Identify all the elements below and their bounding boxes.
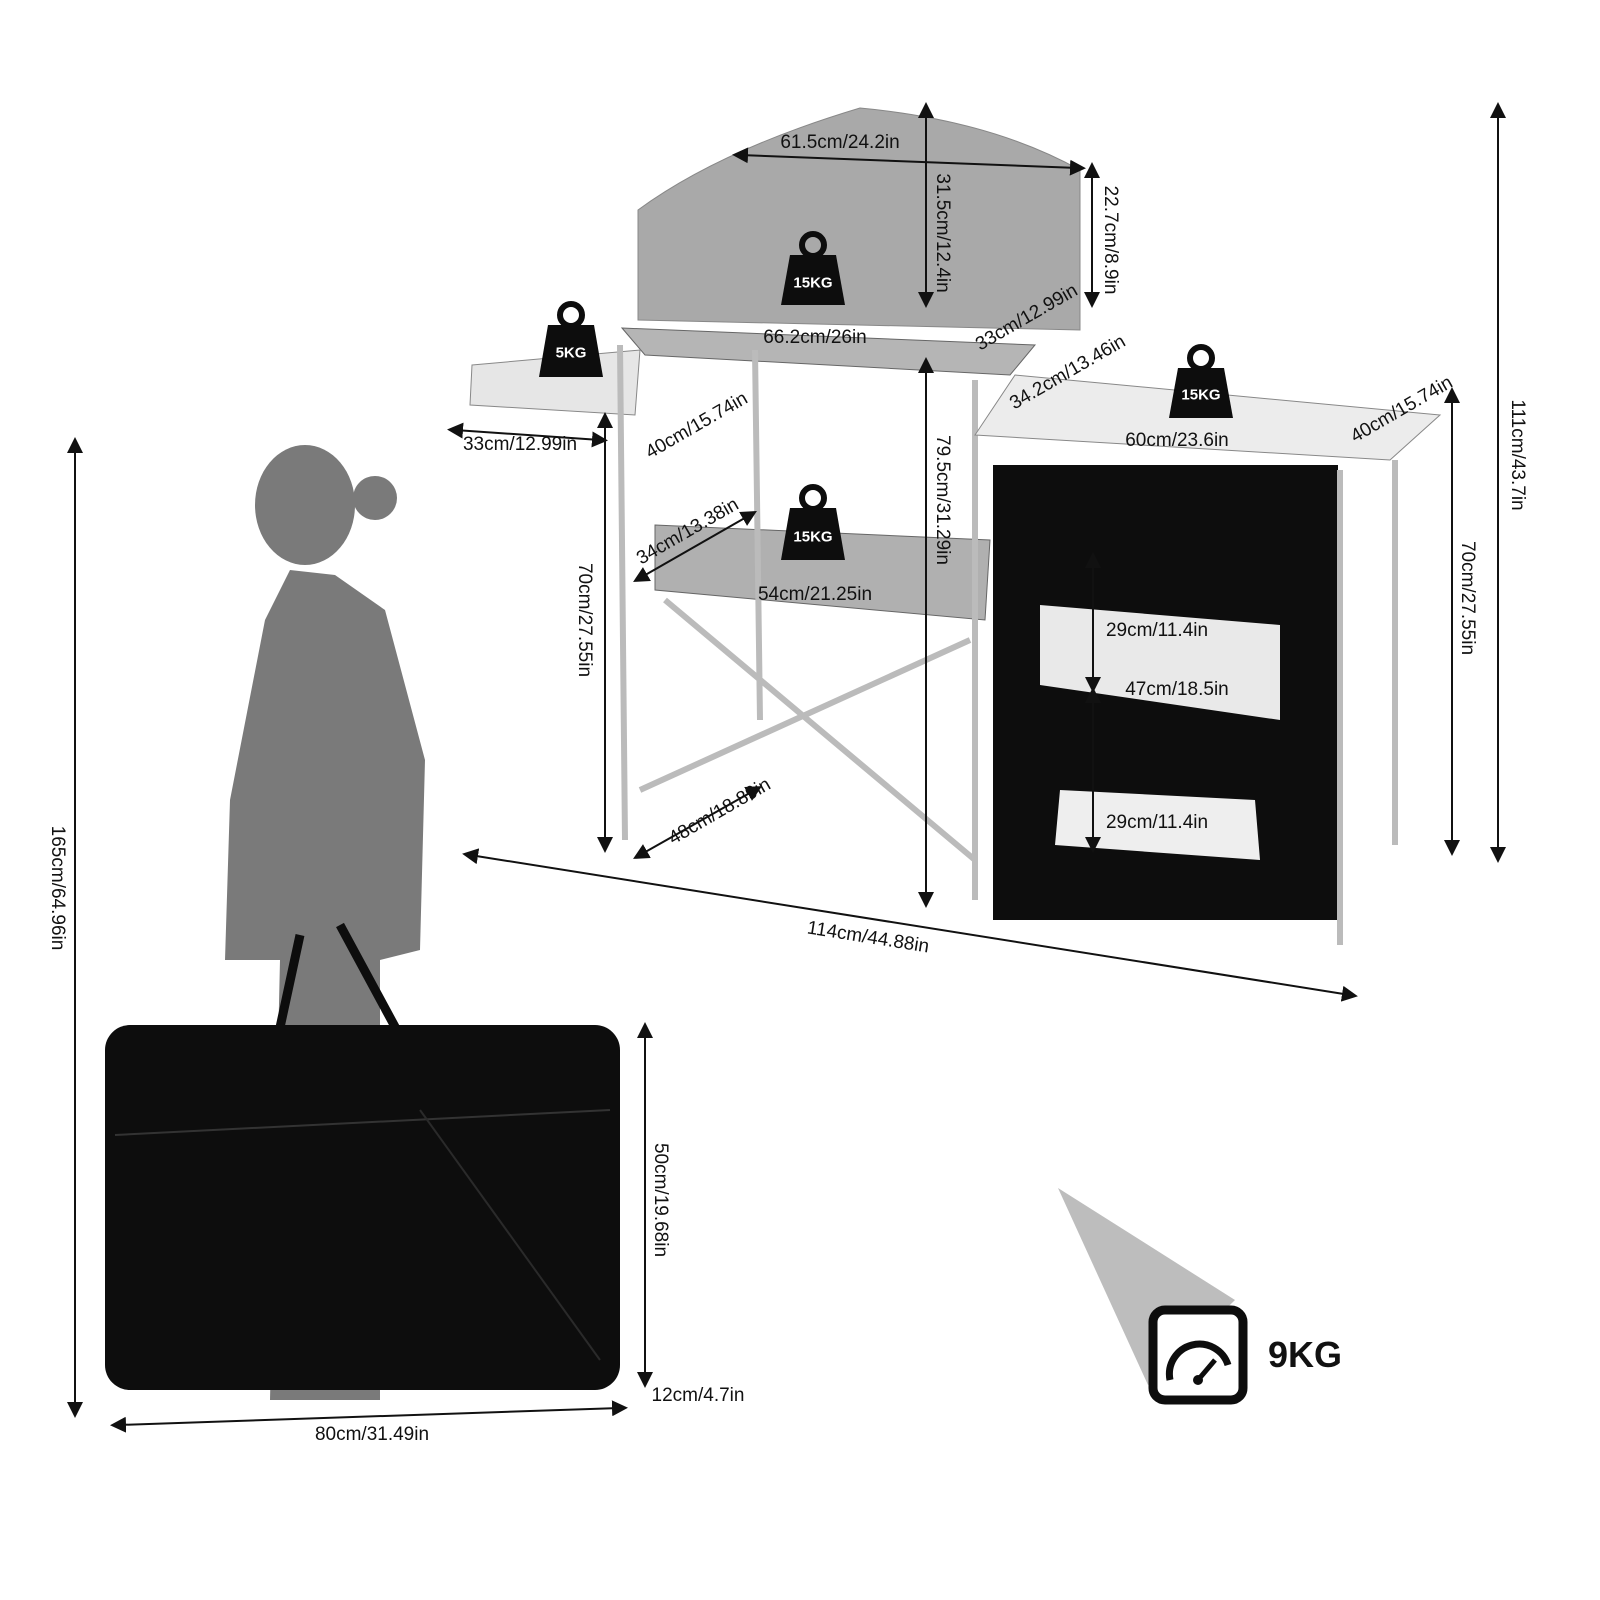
- weight-label: 15KG: [793, 528, 833, 546]
- weight-label: 5KG: [555, 344, 587, 362]
- dim-label: 80cm/31.49in: [314, 1424, 430, 1445]
- dim-label: 165cm/64.96in: [47, 825, 68, 951]
- dim-label: 33cm/12.99in: [462, 434, 578, 455]
- dim-label: 29cm/11.4in: [1105, 812, 1209, 833]
- dim-label: 66.2cm/26in: [763, 327, 867, 348]
- dimension-arrows: [67, 102, 1506, 1433]
- total-weight: 9KG: [1267, 1334, 1343, 1375]
- dim-label: 70cm/27.55in: [1457, 540, 1478, 656]
- dim-label: 50cm/19.68in: [650, 1142, 671, 1258]
- weight-label: 15KG: [793, 274, 833, 292]
- dim-label: 29cm/11.4in: [1105, 620, 1209, 641]
- dim-label: 31.5cm/12.4in: [932, 173, 953, 293]
- carry-bag: [105, 922, 620, 1390]
- dim-label: 12cm/4.7in: [651, 1385, 745, 1406]
- dim-label: 47cm/18.5in: [1125, 679, 1229, 700]
- dim-label: 61.5cm/24.2in: [780, 132, 900, 153]
- scale-gauge-icon: [1058, 1188, 1248, 1405]
- dim-label: 54cm/21.25in: [757, 584, 873, 605]
- weight-label: 15KG: [1181, 386, 1221, 404]
- dim-label: 111cm/43.7in: [1507, 399, 1528, 511]
- dim-label: 22.7cm/8.9in: [1100, 185, 1121, 295]
- dim-label: 70cm/27.55in: [574, 562, 595, 678]
- weight-icons: [539, 231, 1233, 560]
- camp-kitchen-table: [469, 107, 1442, 945]
- dim-label: 79.5cm/31.29in: [932, 435, 953, 565]
- dim-label: 60cm/23.6in: [1125, 430, 1229, 451]
